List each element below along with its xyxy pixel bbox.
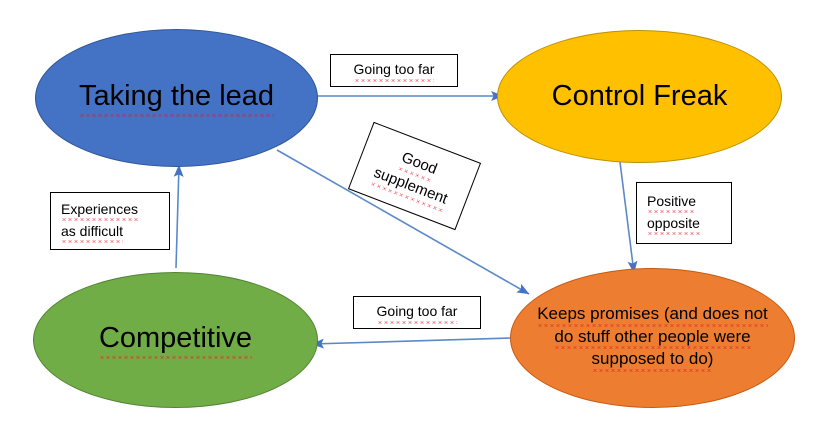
node-label: Competitive — [85, 321, 266, 358]
node-control-freak[interactable]: Control Freak — [497, 30, 782, 163]
node-label: Control Freak — [551, 79, 728, 112]
edge-label-text: Going too far — [354, 301, 480, 323]
edge-competitive-to-lead — [173, 164, 184, 269]
edge-control-freak-to-keeps-promises — [619, 161, 638, 274]
edge-label-text: Going too far — [331, 59, 457, 81]
node-label: Taking the lead — [65, 79, 288, 116]
node-taking-the-lead[interactable]: Taking the lead — [35, 29, 318, 167]
edge-keeps-promises-to-competitive — [311, 337, 513, 349]
edge-label-going-too-far-bottom[interactable]: Going too far — [353, 296, 481, 329]
edge-lead-to-keeps-promises — [276, 149, 530, 295]
node-competitive[interactable]: Competitive — [33, 272, 318, 408]
edge-label-going-too-far-top[interactable]: Going too far — [330, 54, 458, 87]
